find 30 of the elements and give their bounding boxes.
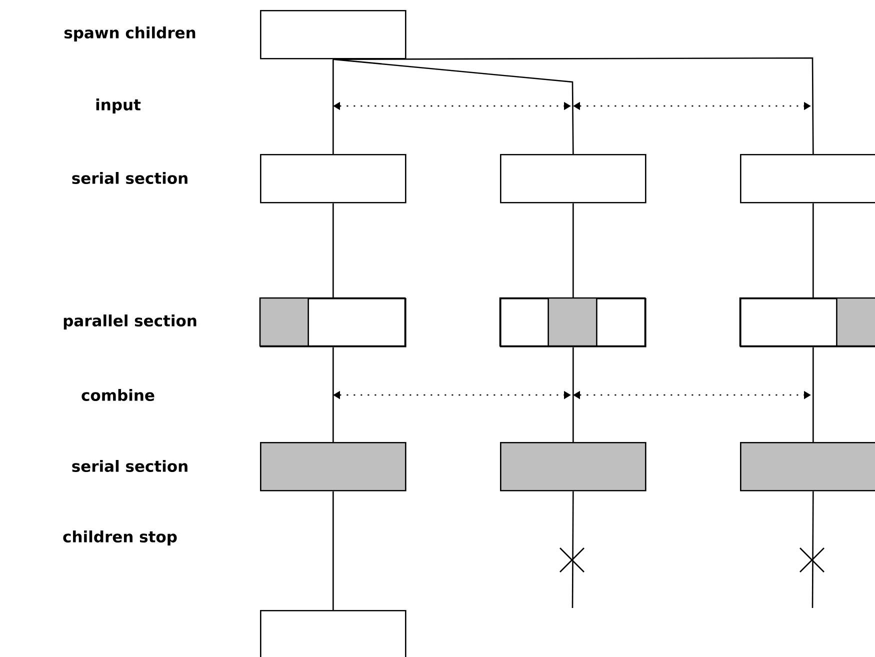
- row-label: combine: [82, 389, 154, 401]
- row-label: parallel section: [64, 314, 196, 330]
- connector-line: [812, 347, 814, 442]
- connector-line: [572, 203, 574, 298]
- connector-line: [332, 59, 334, 154]
- segmented-box: [259, 297, 406, 348]
- process-box: [260, 10, 406, 60]
- segmented-box: [499, 297, 646, 348]
- connector-line: [333, 58, 574, 154]
- process-box: [260, 442, 406, 492]
- process-box: [740, 154, 875, 204]
- row-label: serial section: [72, 172, 188, 184]
- row-label: input: [96, 98, 141, 114]
- row-label: spawn children: [64, 26, 196, 42]
- process-box: [740, 442, 875, 492]
- row-label: children stop: [63, 530, 177, 546]
- connector-line: [572, 491, 574, 608]
- connector-line: [812, 203, 814, 298]
- process-box: [500, 154, 646, 204]
- connector-line: [332, 203, 334, 298]
- process-box: [500, 442, 646, 492]
- connector-line: [333, 57, 814, 154]
- connector-line: [332, 491, 334, 610]
- process-box: [260, 610, 406, 657]
- connector-line: [572, 347, 574, 442]
- connector-line: [332, 347, 334, 442]
- connector-line: [812, 491, 814, 608]
- row-label: serial section: [72, 460, 188, 472]
- segmented-box: [739, 297, 875, 348]
- process-box: [260, 154, 406, 204]
